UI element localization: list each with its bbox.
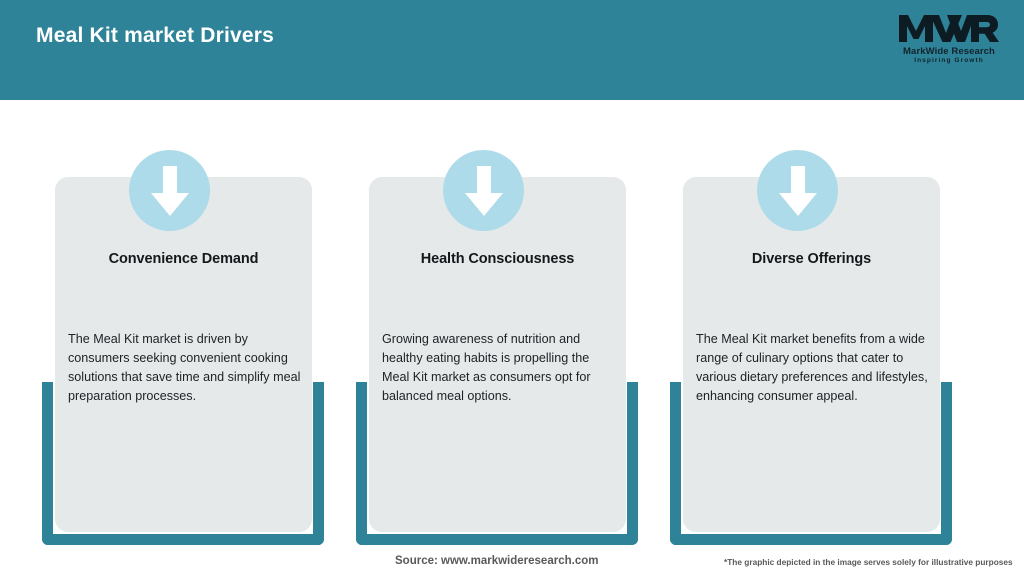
card-frame-accent	[42, 382, 324, 545]
driver-card-2: Health Consciousness Growing awareness o…	[344, 150, 650, 545]
driver-card-1: Convenience Demand The Meal Kit market i…	[30, 150, 336, 545]
card-body-text: The Meal Kit market benefits from a wide…	[696, 332, 928, 403]
logo-tagline: Inspiring Growth	[914, 57, 984, 64]
driver-card-3: Diverse Offerings The Meal Kit market be…	[658, 150, 964, 545]
logo-company-name: MarkWide Research	[903, 46, 995, 57]
page-title: Meal Kit market Drivers	[36, 24, 275, 47]
footer-disclaimer: *The graphic depicted in the image serve…	[724, 557, 1013, 567]
card-panel	[369, 177, 626, 532]
card-title: Health Consciousness	[420, 251, 575, 267]
card-frame-accent	[670, 382, 952, 545]
card-title: Diverse Offerings	[751, 251, 872, 267]
arrow-down-icon	[757, 150, 838, 231]
card-frame-accent	[356, 382, 638, 545]
logo-monogram-icon	[894, 10, 1004, 46]
brand-logo: MarkWide Research Inspiring Growth	[894, 10, 1004, 70]
card-panel	[55, 177, 312, 532]
card-body-text: Growing awareness of nutrition and healt…	[382, 332, 591, 403]
card-title: Convenience Demand	[108, 251, 259, 267]
footer-source: Source: www.markwideresearch.com	[395, 555, 599, 567]
header-band	[0, 0, 1024, 100]
arrow-down-icon	[129, 150, 210, 231]
card-body-text: The Meal Kit market is driven by consume…	[68, 332, 301, 403]
card-panel	[683, 177, 940, 532]
arrow-down-icon	[443, 150, 524, 231]
